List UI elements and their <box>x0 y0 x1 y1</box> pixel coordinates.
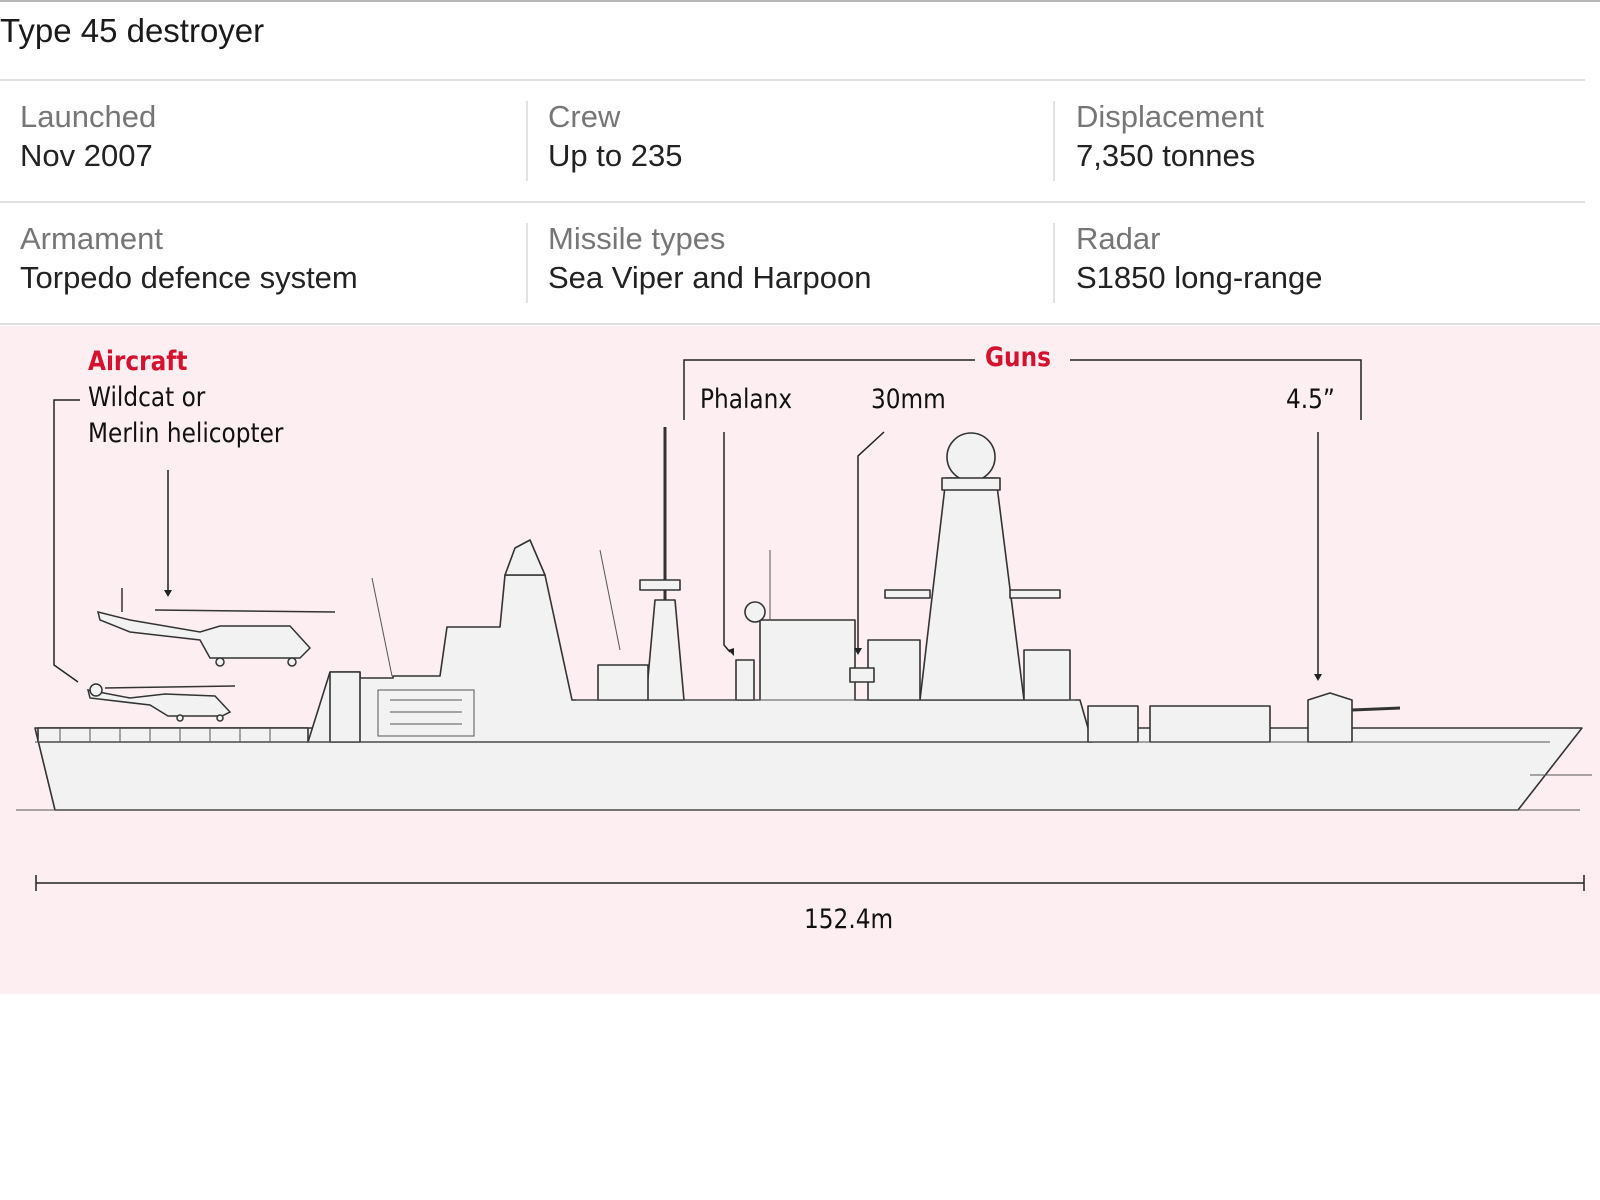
stat-label: Missile types <box>548 221 726 256</box>
ship-diagram: Aircraft Wildcat or Merlin helicopter Gu… <box>0 326 1600 994</box>
stat-missile-types: Missile types Sea Viper and Harpoon <box>548 220 871 298</box>
column-separator <box>1053 101 1055 181</box>
aircraft-label-line2: Merlin helicopter <box>88 418 284 449</box>
gun-30mm-label: 30mm <box>871 384 946 415</box>
aircraft-heading: Aircraft <box>88 346 188 377</box>
stat-label: Radar <box>1076 221 1161 256</box>
radar-dome <box>946 432 996 482</box>
bridge <box>867 639 921 701</box>
30mm-leader-line <box>857 431 885 650</box>
ship-illustration <box>16 359 1592 891</box>
stat-displacement: Displacement 7,350 tonnes <box>1076 98 1264 176</box>
divider <box>0 323 1600 325</box>
page-title: Type 45 destroyer <box>0 12 265 49</box>
stat-label: Armament <box>20 221 163 256</box>
stat-value: S1850 long-range <box>1076 260 1323 295</box>
stat-value: 7,350 tonnes <box>1076 138 1256 173</box>
aircraft-leader-line <box>53 399 80 683</box>
merlin-helicopter <box>96 588 336 667</box>
stat-value: Nov 2007 <box>20 138 153 173</box>
divider <box>0 79 1585 81</box>
guns-heading: Guns <box>985 342 1051 373</box>
column-separator <box>1053 223 1055 303</box>
stat-value: Torpedo defence system <box>20 260 358 295</box>
phalanx-label: Phalanx <box>700 384 793 415</box>
aft-mast <box>645 599 685 701</box>
column-separator <box>526 101 528 181</box>
stat-launched: Launched Nov 2007 <box>20 98 156 176</box>
main-gun-label: 4.5” <box>1286 384 1335 415</box>
guns-bracket <box>683 359 975 420</box>
divider <box>0 201 1585 203</box>
stat-value: Up to 235 <box>548 138 683 173</box>
funnel <box>504 539 546 576</box>
stat-radar: Radar S1850 long-range <box>1076 220 1322 298</box>
stat-label: Displacement <box>1076 99 1264 134</box>
column-separator <box>526 223 528 303</box>
missile-silo <box>1149 705 1271 743</box>
aircraft-label-line1: Wildcat or <box>88 382 206 413</box>
stat-crew: Crew Up to 235 <box>548 98 682 176</box>
radar-tower <box>919 477 1025 701</box>
stat-label: Launched <box>20 99 157 134</box>
aft-superstructure <box>329 671 361 743</box>
stat-armament: Armament Torpedo defence system <box>20 220 358 298</box>
main-gun <box>1307 692 1353 743</box>
phalanx-leader-line <box>723 432 731 653</box>
top-rule <box>0 0 1600 2</box>
wildcat-helicopter <box>86 683 236 722</box>
flight-deck <box>37 727 309 743</box>
length-label: 152.4m <box>804 904 894 935</box>
stat-label: Crew <box>548 99 621 134</box>
stat-value: Sea Viper and Harpoon <box>548 260 872 295</box>
